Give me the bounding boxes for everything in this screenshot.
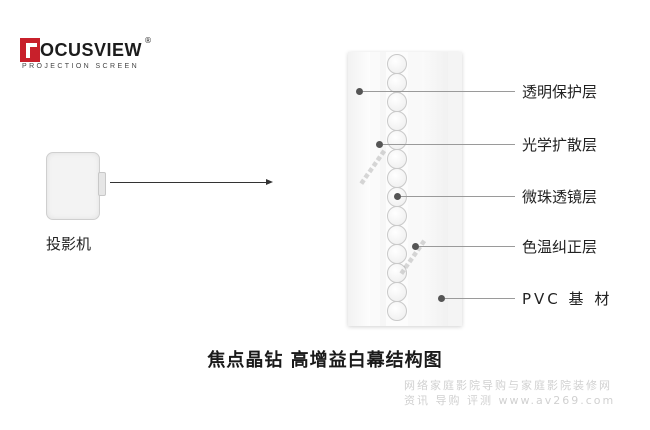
pvc-substrate-strip [422,52,449,326]
layer-leader-line [401,196,515,197]
logo-tagline: PROJECTION SCREEN [22,63,140,70]
microbead [387,54,407,74]
microbead [387,73,407,93]
layer-dot [356,88,363,95]
diagram-caption: 焦点晶钻 高增益白幕结构图 [207,350,443,371]
logo-brand: OCUSVIEW [40,40,143,60]
layer-dot [412,243,419,250]
screen-cross-section: ▪▪▪▪▪▪ ▪▪▪▪▪▪ [348,52,462,326]
back-layer-strip [448,52,462,326]
projector-label: 投影机 [46,235,92,253]
microbead [387,206,407,226]
projector-icon [46,152,100,220]
site-watermark-line2: 资讯 导购 评测 www.av269.com [404,394,616,407]
logo-registered-mark: ® [144,36,152,45]
layer-leader-line [383,144,515,145]
layer-leader-line [445,298,515,299]
layer-dot [394,193,401,200]
layer-label-diffusion: 光学扩散层 [522,136,598,154]
layer-label-microbead: 微珠透镜层 [522,188,598,206]
microbead [387,301,407,321]
microbead [387,282,407,302]
site-watermark-line1: 网络家庭影院导购与家庭影院装修网 [404,379,612,392]
projection-arrow-head-icon [266,179,273,185]
microbead [387,111,407,131]
site-watermark: 网络家庭影院导购与家庭影院装修网 资讯 导购 评测 www.av269.com [404,378,615,408]
layer-dot [376,141,383,148]
projector-lens-icon [98,172,106,196]
microbead [387,225,407,245]
layer-label-color-correction: 色温纠正层 [522,238,598,256]
projection-arrow-line [110,182,268,183]
microbead-layer-strip [386,52,409,326]
layer-label-pvc: PVC 基 材 [522,290,613,308]
microbead [387,92,407,112]
layer-dot [438,295,445,302]
layer-leader-line [419,246,515,247]
microbead [387,168,407,188]
layer-label-protective: 透明保护层 [522,83,598,101]
logo-mark-icon [20,38,40,62]
color-correction-layer-strip [408,52,423,326]
microbead [387,130,407,150]
layer-leader-line [363,91,515,92]
microbead [387,149,407,169]
